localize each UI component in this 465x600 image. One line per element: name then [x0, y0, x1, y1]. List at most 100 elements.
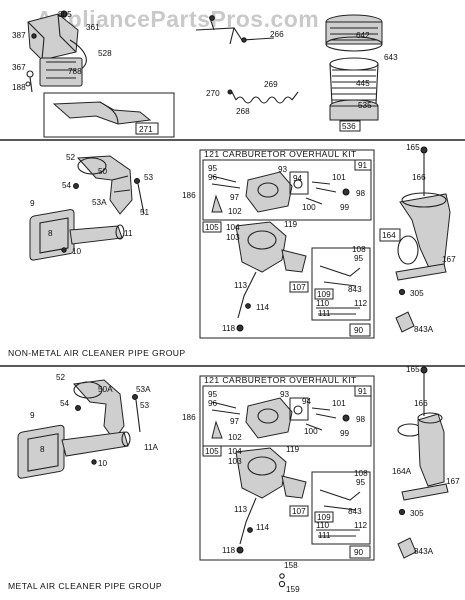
s1-kit-98: 98: [356, 189, 366, 198]
s2-label-50a: 50A: [98, 385, 113, 394]
s1-kit-110: 110: [316, 299, 329, 308]
s2-kit-111: 111: [318, 531, 331, 540]
caption-non-metal: NON-METAL AIR CLEANER PIPE GROUP: [8, 348, 186, 358]
s2-label-8: 8: [40, 445, 45, 454]
label-387: 387: [12, 31, 26, 40]
s1-kit-90: 90: [354, 326, 364, 335]
s1-right-165: 165: [406, 143, 420, 152]
label-271: 271: [139, 125, 153, 134]
s2-label-53: 53: [140, 401, 150, 410]
label-536: 536: [342, 122, 356, 131]
s2-right-167: 167: [446, 477, 460, 486]
label-535: 535: [358, 101, 372, 110]
label-643: 643: [384, 53, 398, 62]
s2-kit-112: 112: [354, 521, 367, 530]
section2-labels: 52 50A 53A 54 53 9 8 11A 10 186 91 95 96…: [30, 365, 460, 594]
part-271-box: [43, 92, 175, 138]
s1-kit-95: 95: [208, 164, 218, 173]
s2-kit-119: 119: [286, 445, 299, 454]
s2-bottom-158: 158: [284, 561, 298, 570]
s1-kit-99: 99: [340, 203, 350, 212]
s2-kit-109: 109: [317, 513, 331, 522]
s2-right-164a: 164A: [392, 467, 412, 476]
section1-labels: 52 50 54 53 53A 51 9 8 11 10 186 91 95 9…: [30, 143, 456, 335]
pipe-elbow-50: [76, 155, 133, 215]
s2-kit-95: 95: [208, 390, 218, 399]
s1-kit-105: 105: [205, 223, 219, 232]
carb-kit-box-2: [199, 375, 375, 561]
s1-kit-107: 107: [292, 283, 306, 292]
s1-kit-111: 111: [318, 309, 331, 318]
air-cleaner-stack: [325, 14, 383, 132]
s1-kit-103: 103: [226, 233, 240, 242]
s2-kit-103: 103: [228, 457, 242, 466]
s1-label-186: 186: [182, 191, 196, 200]
s1-kit-843: 843: [348, 285, 362, 294]
s2-kit-114: 114: [256, 523, 269, 532]
s2-label-54: 54: [60, 399, 70, 408]
s2-kit-96: 96: [208, 399, 218, 408]
s2-kit-108: 108: [354, 469, 368, 478]
label-270: 270: [206, 89, 220, 98]
s2-kit-113: 113: [234, 505, 247, 514]
s1-right-843a: 843A: [414, 325, 434, 334]
s1-label-50: 50: [98, 167, 108, 176]
s1-right-167: 167: [442, 255, 456, 264]
label-188: 188: [12, 83, 26, 92]
s2-label-10: 10: [98, 459, 108, 468]
kit-title-1: 121 CARBURETOR OVERHAUL KIT: [204, 149, 357, 159]
s1-kit-118: 118: [222, 324, 235, 333]
s1-label-8: 8: [48, 229, 53, 238]
s1-kit-96: 96: [208, 173, 218, 182]
s1-right-164: 164: [382, 231, 396, 240]
s2-label-53a: 53A: [136, 385, 151, 394]
s1-kit-113: 113: [234, 281, 247, 290]
top-row-group: [25, 10, 383, 138]
s2-kit-91: 91: [358, 387, 368, 396]
sub-box-107: [311, 247, 371, 321]
s2-kit-105: 105: [205, 447, 219, 456]
s1-kit-112: 112: [354, 299, 367, 308]
s2-label-9: 9: [30, 411, 35, 420]
s2-right-166: 166: [414, 399, 428, 408]
label-367: 367: [12, 63, 26, 72]
s1-kit-104: 104: [226, 223, 240, 232]
s2-kit-100: 100: [304, 427, 318, 436]
label-445: 445: [356, 79, 370, 88]
s1-label-53: 53: [144, 173, 154, 182]
s2-kit-99: 99: [340, 429, 350, 438]
s1-label-10: 10: [72, 247, 82, 256]
s1-label-11: 11: [124, 229, 133, 238]
s2-kit-101: 101: [332, 399, 346, 408]
watermark: AppliancePartsPros.com: [36, 6, 319, 32]
s1-kit-94: 94: [293, 174, 303, 183]
label-788: 788: [68, 67, 82, 76]
s1-label-51: 51: [140, 208, 150, 217]
s1-label-52: 52: [66, 153, 76, 162]
s1-kit-108: 108: [352, 245, 366, 254]
caption-metal: METAL AIR CLEANER PIPE GROUP: [8, 581, 162, 591]
kit-title-2: 121 CARBURETOR OVERHAUL KIT: [204, 375, 357, 385]
s1-label-53a: 53A: [92, 198, 107, 207]
s1-kit-102: 102: [228, 207, 242, 216]
s1-kit-109: 109: [317, 290, 331, 299]
s2-kit-90: 90: [354, 548, 364, 557]
s2-kit-107: 107: [292, 507, 306, 516]
label-805: 805: [58, 10, 72, 19]
s2-kit-95b: 95: [356, 478, 366, 487]
label-642: 642: [356, 31, 370, 40]
s2-right-843a: 843A: [414, 547, 434, 556]
s2-kit-98: 98: [356, 415, 366, 424]
s1-kit-119: 119: [284, 220, 297, 229]
label-266: 266: [270, 30, 284, 39]
label-269: 269: [264, 80, 278, 89]
s2-label-186: 186: [182, 413, 196, 422]
s2-right-305: 305: [410, 509, 424, 518]
s1-kit-114: 114: [256, 303, 269, 312]
s1-label-9: 9: [30, 199, 35, 208]
s2-kit-843: 843: [348, 507, 362, 516]
s2-label-11a: 11A: [144, 443, 158, 452]
carb-kit-box-1: [199, 149, 375, 339]
label-361: 361: [86, 23, 100, 32]
s1-kit-101: 101: [332, 173, 346, 182]
